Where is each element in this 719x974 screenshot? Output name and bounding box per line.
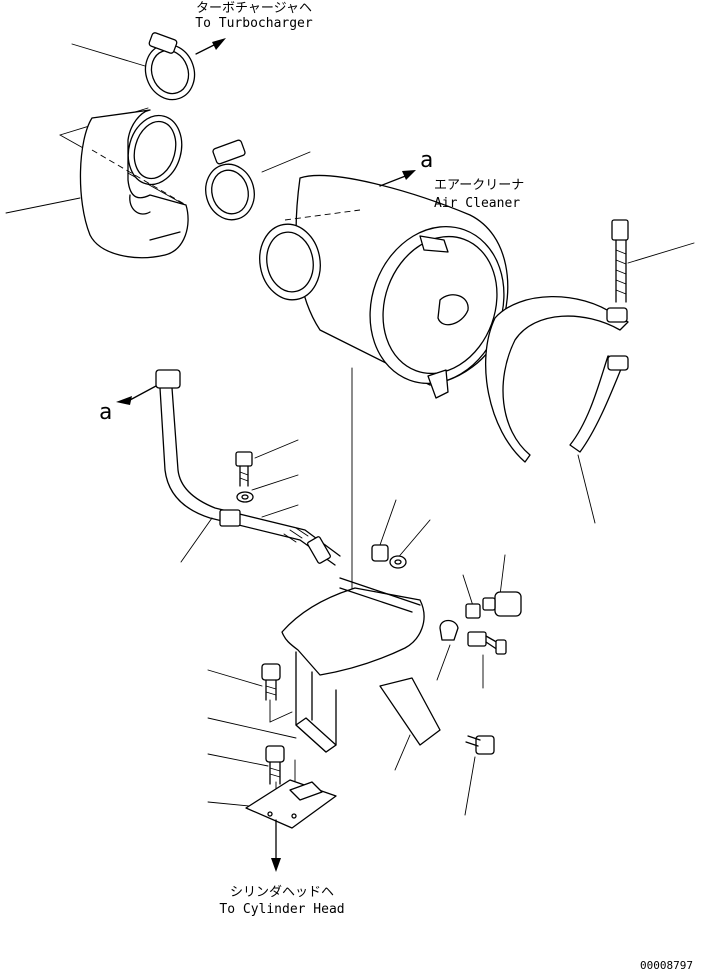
turbocharger-label-jp: ターボチャージャヘ	[196, 1, 312, 16]
hose-clamp-middle	[205, 139, 255, 221]
bracket-bolt-left	[261, 663, 281, 701]
nut-and-washer	[371, 544, 407, 569]
mounting-plate	[245, 779, 337, 872]
dust-indicator	[439, 591, 522, 655]
reference-a-top: a	[420, 148, 434, 173]
bracket-bolt-right	[465, 735, 495, 755]
cylinder-head-label-jp: シリンダヘッドヘ	[229, 885, 335, 900]
turbocharger-label-en: To Turbocharger	[195, 16, 313, 31]
plate-bolt	[265, 745, 285, 785]
indicator-tube	[116, 369, 341, 566]
intake-elbow-hose	[79, 109, 189, 259]
mounting-bolt-long	[611, 219, 629, 303]
air-cleaner-label-en: Air Cleaner	[434, 196, 521, 211]
cylinder-head-label-en: To Cylinder Head	[219, 902, 345, 917]
hose-clamp-upper	[144, 32, 226, 101]
air-cleaner-label-jp: エアークリーナ	[434, 178, 525, 193]
support-bracket	[281, 577, 441, 753]
air-cleaner-body	[259, 170, 509, 399]
reference-a-left: a	[99, 400, 113, 425]
leader-lines	[5, 43, 695, 819]
small-bolt	[235, 451, 254, 503]
drawing-number: 00008797	[640, 959, 693, 972]
band-clamp	[484, 295, 629, 463]
